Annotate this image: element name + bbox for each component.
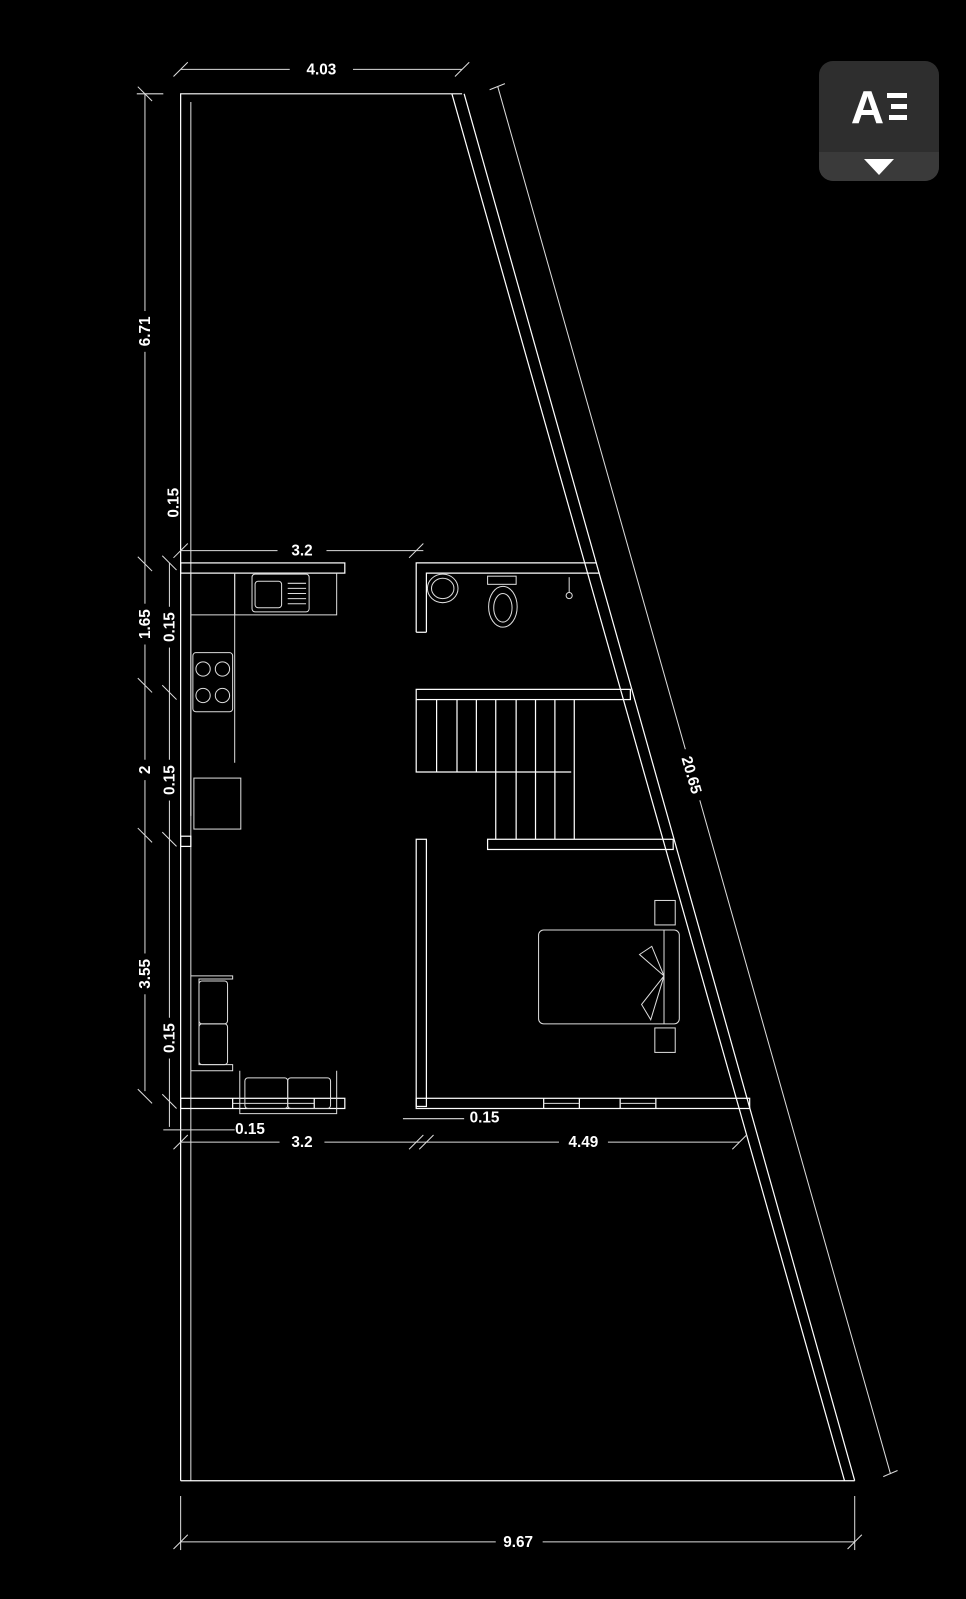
nightstand-icon <box>654 899 676 926</box>
dim-segment-2: 2 <box>137 766 154 775</box>
dim-wall-top: 0.15 <box>166 487 183 517</box>
dim-left-top: 6.71 <box>137 316 154 346</box>
sink-icon <box>251 573 310 613</box>
dim-segment-1: 1.65 <box>137 609 154 639</box>
stove-icon <box>192 652 234 713</box>
dim-top-width: 4.03 <box>306 61 336 78</box>
outer-walls <box>180 93 856 1482</box>
bed-icon <box>538 899 680 1053</box>
interior-walls <box>180 562 751 1110</box>
dim-wall-1: 0.15 <box>161 612 178 642</box>
text-icon-letter: A <box>850 80 885 133</box>
dim-bottom-width: 9.67 <box>503 1534 533 1551</box>
kitchen-fixtures <box>190 573 338 830</box>
windows <box>232 1098 657 1109</box>
dim-kitchen-width: 3.2 <box>291 543 312 560</box>
sofa-icon <box>190 975 338 1115</box>
text-align-icon: A <box>819 61 939 152</box>
dim-bedroom-width: 4.49 <box>569 1134 599 1151</box>
nightstand-icon <box>654 1027 676 1053</box>
washbasin-icon <box>426 573 459 604</box>
text-lines-icon <box>887 93 908 120</box>
dropdown-toggle[interactable] <box>819 152 939 181</box>
dim-bottom-wall-left: 0.15 <box>235 1121 265 1138</box>
dim-bottom-wall-mid: 0.15 <box>470 1110 500 1127</box>
bathroom-fixtures <box>426 573 573 628</box>
fridge-icon <box>193 777 242 830</box>
stair-steps <box>435 699 575 840</box>
text-style-button[interactable]: A <box>819 61 939 181</box>
shower-icon <box>565 591 573 600</box>
dimension-labels: 4.03 9.67 20.65 6.71 0.15 3.2 1.65 0.15 … <box>134 59 709 1553</box>
dimension-lines <box>136 61 898 1551</box>
toilet-icon <box>488 585 518 628</box>
dim-living-width: 3.2 <box>291 1134 312 1151</box>
dim-segment-3: 3.55 <box>137 959 154 989</box>
caret-down-icon <box>864 158 894 175</box>
dim-wall-2: 0.15 <box>161 765 178 795</box>
dim-wall-3: 0.15 <box>161 1023 178 1053</box>
